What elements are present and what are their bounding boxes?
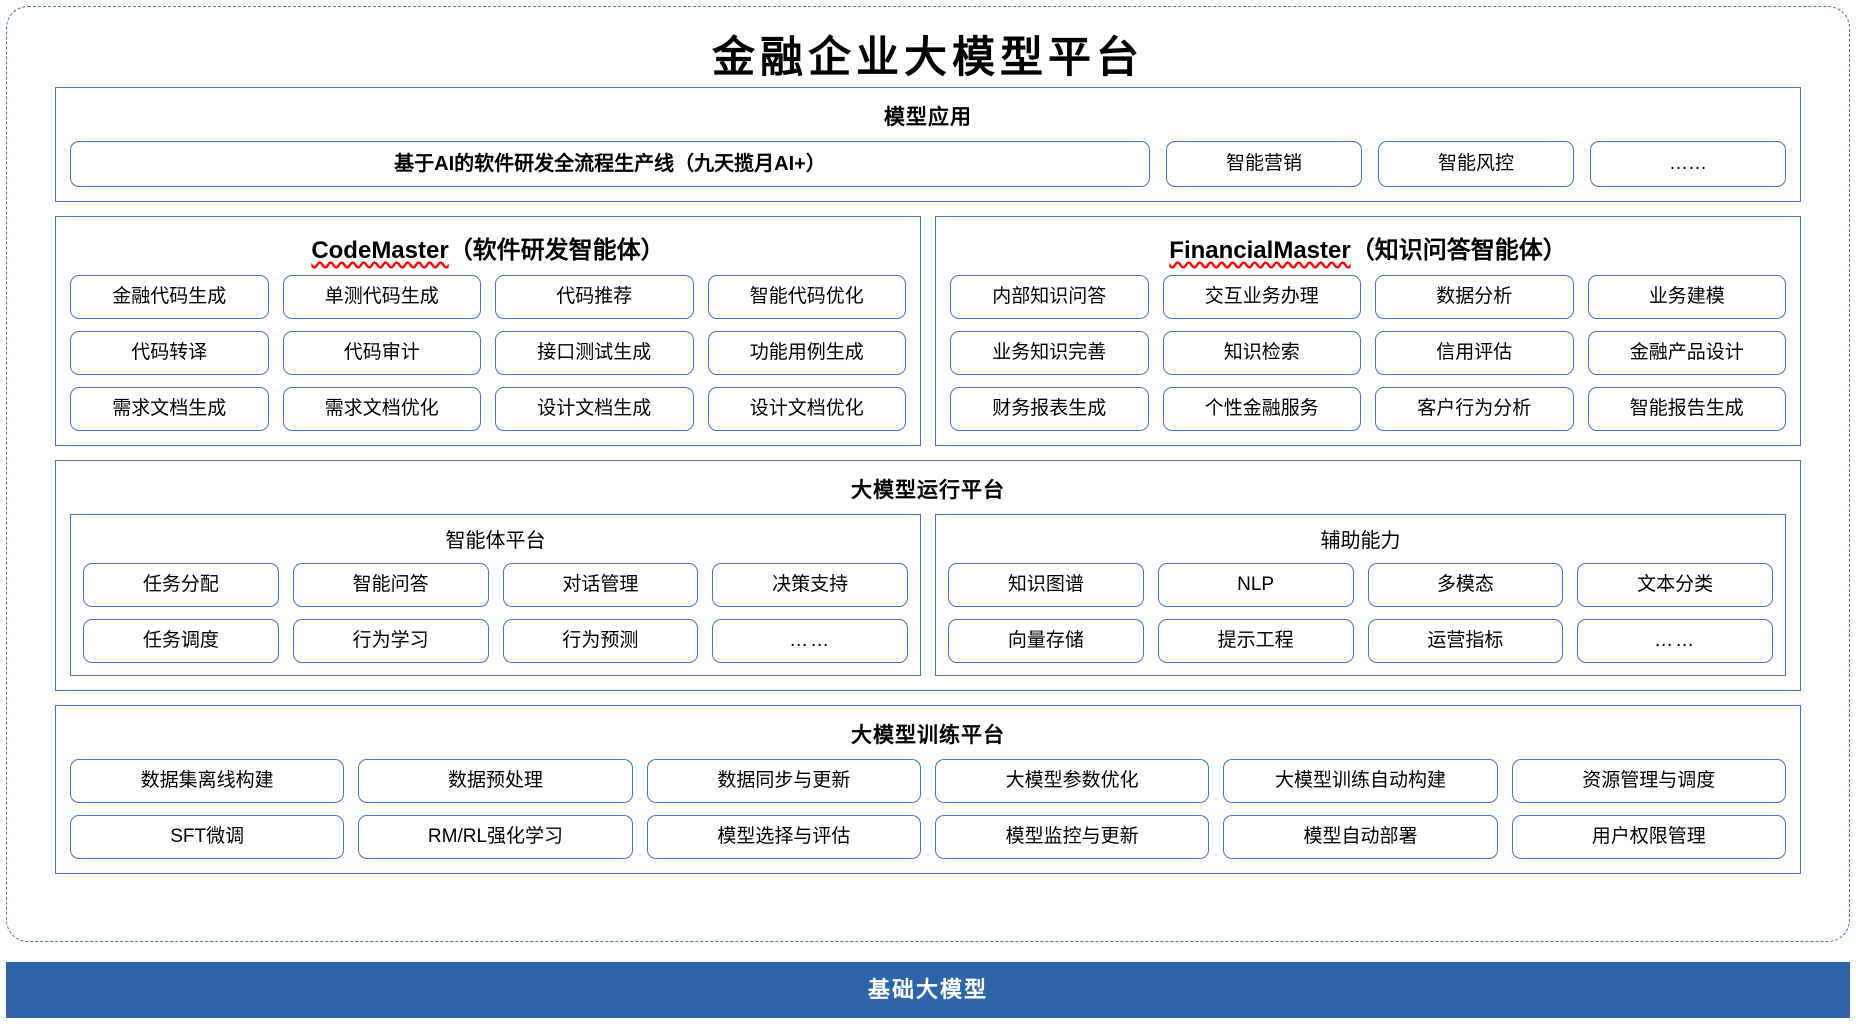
agent-platform-row-1: 任务分配 智能问答 对话管理 决策支持 <box>83 563 908 607</box>
chip-smart-qa[interactable]: 智能问答 <box>292 563 489 607</box>
page-title: 金融企业大模型平台 <box>712 33 1144 83</box>
chip-code-unittest-gen[interactable]: 单测代码生成 <box>282 275 481 319</box>
chip-knowledge-graph[interactable]: 知识图谱 <box>948 563 1144 607</box>
model-application-row: 基于AI的软件研发全流程生产线（九天揽月AI+） 智能营销 智能风控 …… <box>70 141 1786 187</box>
chip-auxiliary-more[interactable]: …… <box>1577 619 1773 663</box>
chip-text-classification[interactable]: 文本分类 <box>1577 563 1773 607</box>
subsection-title-auxiliary-capability: 辅助能力 <box>1320 530 1401 552</box>
auxiliary-row-1: 知识图谱 NLP 多模态 文本分类 <box>948 563 1773 607</box>
chip-model-auto-deploy[interactable]: 模型自动部署 <box>1223 815 1498 859</box>
chip-design-doc-optimize[interactable]: 设计文档优化 <box>707 387 906 431</box>
section-training-platform: 大模型训练平台 数据集离线构建 数据预处理 数据同步与更新 大模型参数优化 大模… <box>55 705 1801 874</box>
subsection-auxiliary-capability: 辅助能力 知识图谱 NLP 多模态 文本分类 向量存储 提示工程 运营指标 …… <box>935 514 1786 676</box>
financial-master-row-1: 内部知识问答 交互业务办理 数据分析 业务建模 <box>950 275 1786 319</box>
chip-behavior-prediction[interactable]: 行为预测 <box>502 619 699 663</box>
agents-container: CodeMaster（软件研发智能体） 金融代码生成 单测代码生成 代码推荐 智… <box>55 216 1801 446</box>
chip-rm-rl-learning[interactable]: RM/RL强化学习 <box>358 815 633 859</box>
section-title-training-platform: 大模型训练平台 <box>851 724 1005 747</box>
chip-vector-store[interactable]: 向量存储 <box>948 619 1144 663</box>
chip-operation-metrics[interactable]: 运营指标 <box>1367 619 1564 663</box>
agent-platform-row-2: 任务调度 行为学习 行为预测 …… <box>83 619 908 663</box>
chip-requirement-doc-gen[interactable]: 需求文档生成 <box>70 387 269 431</box>
training-platform-row-2: SFT微调 RM/RL强化学习 模型选择与评估 模型监控与更新 模型自动部署 用… <box>70 815 1786 859</box>
chip-task-scheduling[interactable]: 任务调度 <box>83 619 279 663</box>
subsection-title-agent-platform: 智能体平台 <box>445 530 546 552</box>
chip-decision-support[interactable]: 决策支持 <box>712 563 908 607</box>
chip-knowledge-retrieval[interactable]: 知识检索 <box>1162 331 1361 375</box>
chip-model-param-optimize[interactable]: 大模型参数优化 <box>934 759 1210 803</box>
base-model-bar: 基础大模型 <box>6 962 1850 1018</box>
app-item-smart-marketing[interactable]: 智能营销 <box>1166 141 1362 187</box>
chip-business-knowledge-refine[interactable]: 业务知识完善 <box>950 331 1149 375</box>
chip-agent-platform-more[interactable]: …… <box>712 619 908 663</box>
section-title-model-application: 模型应用 <box>884 106 972 129</box>
financial-master-cn-title: （知识问答智能体） <box>1350 237 1567 264</box>
chip-sft-finetune[interactable]: SFT微调 <box>70 815 345 859</box>
section-financial-master: FinancialMaster（知识问答智能体） 内部知识问答 交互业务办理 数… <box>935 216 1801 446</box>
chip-training-auto-build[interactable]: 大模型训练自动构建 <box>1223 759 1498 803</box>
chip-customer-behavior-analysis[interactable]: 客户行为分析 <box>1375 387 1574 431</box>
code-master-latin-title: CodeMaster <box>311 237 449 264</box>
app-item-more[interactable]: …… <box>1590 141 1786 187</box>
chip-financial-product-design[interactable]: 金融产品设计 <box>1587 331 1786 375</box>
section-title-code-master: CodeMaster（软件研发智能体） <box>70 227 906 275</box>
chip-resource-management[interactable]: 资源管理与调度 <box>1511 759 1786 803</box>
chip-personalized-finance-service[interactable]: 个性金融服务 <box>1162 387 1361 431</box>
chip-behavior-learning[interactable]: 行为学习 <box>292 619 489 663</box>
financial-master-row-2: 业务知识完善 知识检索 信用评估 金融产品设计 <box>950 331 1786 375</box>
chip-credit-assessment[interactable]: 信用评估 <box>1375 331 1574 375</box>
chip-design-doc-gen[interactable]: 设计文档生成 <box>495 387 694 431</box>
chip-model-select-eval[interactable]: 模型选择与评估 <box>646 815 921 859</box>
app-item-smart-risk-control[interactable]: 智能风控 <box>1378 141 1574 187</box>
auxiliary-row-2: 向量存储 提示工程 运营指标 …… <box>948 619 1773 663</box>
chip-model-monitor-update[interactable]: 模型监控与更新 <box>934 815 1210 859</box>
code-master-row-2: 代码转译 代码审计 接口测试生成 功能用例生成 <box>70 331 906 375</box>
section-runtime-platform: 大模型运行平台 智能体平台 任务分配 智能问答 对话管理 决策支持 任务调度 行… <box>55 460 1801 691</box>
code-master-row-1: 金融代码生成 单测代码生成 代码推荐 智能代码优化 <box>70 275 906 319</box>
training-platform-row-1: 数据集离线构建 数据预处理 数据同步与更新 大模型参数优化 大模型训练自动构建 … <box>70 759 1786 803</box>
chip-user-permission-management[interactable]: 用户权限管理 <box>1511 815 1786 859</box>
chip-interactive-business[interactable]: 交互业务办理 <box>1162 275 1361 319</box>
diagram-outer-frame: 金融企业大模型平台 模型应用 基于AI的软件研发全流程生产线（九天揽月AI+） … <box>6 6 1850 942</box>
runtime-subpanels: 智能体平台 任务分配 智能问答 对话管理 决策支持 任务调度 行为学习 行为预测… <box>70 514 1786 676</box>
chip-requirement-doc-optimize[interactable]: 需求文档优化 <box>282 387 481 431</box>
section-code-master: CodeMaster（软件研发智能体） 金融代码生成 单测代码生成 代码推荐 智… <box>55 216 921 446</box>
code-master-cn-title: （软件研发智能体） <box>448 237 665 264</box>
chip-api-test-gen[interactable]: 接口测试生成 <box>495 331 694 375</box>
code-master-row-3: 需求文档生成 需求文档优化 设计文档生成 设计文档优化 <box>70 387 906 431</box>
chip-nlp[interactable]: NLP <box>1157 563 1354 607</box>
chip-code-transpile[interactable]: 代码转译 <box>70 331 269 375</box>
chip-code-smart-optimize[interactable]: 智能代码优化 <box>707 275 906 319</box>
section-title-runtime-platform: 大模型运行平台 <box>851 479 1005 502</box>
chip-code-audit[interactable]: 代码审计 <box>282 331 481 375</box>
section-model-application: 模型应用 基于AI的软件研发全流程生产线（九天揽月AI+） 智能营销 智能风控 … <box>55 87 1801 202</box>
subsection-agent-platform: 智能体平台 任务分配 智能问答 对话管理 决策支持 任务调度 行为学习 行为预测… <box>70 514 921 676</box>
chip-code-recommend[interactable]: 代码推荐 <box>495 275 694 319</box>
chip-prompt-engineering[interactable]: 提示工程 <box>1157 619 1354 663</box>
chip-data-sync-update[interactable]: 数据同步与更新 <box>646 759 921 803</box>
chip-dialog-management[interactable]: 对话管理 <box>502 563 699 607</box>
chip-multimodal[interactable]: 多模态 <box>1367 563 1564 607</box>
chip-smart-report-gen[interactable]: 智能报告生成 <box>1587 387 1786 431</box>
chip-task-allocation[interactable]: 任务分配 <box>83 563 279 607</box>
chip-financial-report-gen[interactable]: 财务报表生成 <box>950 387 1149 431</box>
chip-data-preprocess[interactable]: 数据预处理 <box>358 759 633 803</box>
chip-data-analysis[interactable]: 数据分析 <box>1375 275 1574 319</box>
chip-business-modeling[interactable]: 业务建模 <box>1587 275 1786 319</box>
chip-dataset-offline-build[interactable]: 数据集离线构建 <box>70 759 345 803</box>
financial-master-row-3: 财务报表生成 个性金融服务 客户行为分析 智能报告生成 <box>950 387 1786 431</box>
chip-code-finance-gen[interactable]: 金融代码生成 <box>70 275 269 319</box>
chip-internal-knowledge-qa[interactable]: 内部知识问答 <box>950 275 1149 319</box>
section-title-financial-master: FinancialMaster（知识问答智能体） <box>950 227 1786 275</box>
app-item-ai-pipeline[interactable]: 基于AI的软件研发全流程生产线（九天揽月AI+） <box>70 141 1150 187</box>
chip-feature-case-gen[interactable]: 功能用例生成 <box>707 331 906 375</box>
financial-master-latin-title: FinancialMaster <box>1169 237 1351 264</box>
